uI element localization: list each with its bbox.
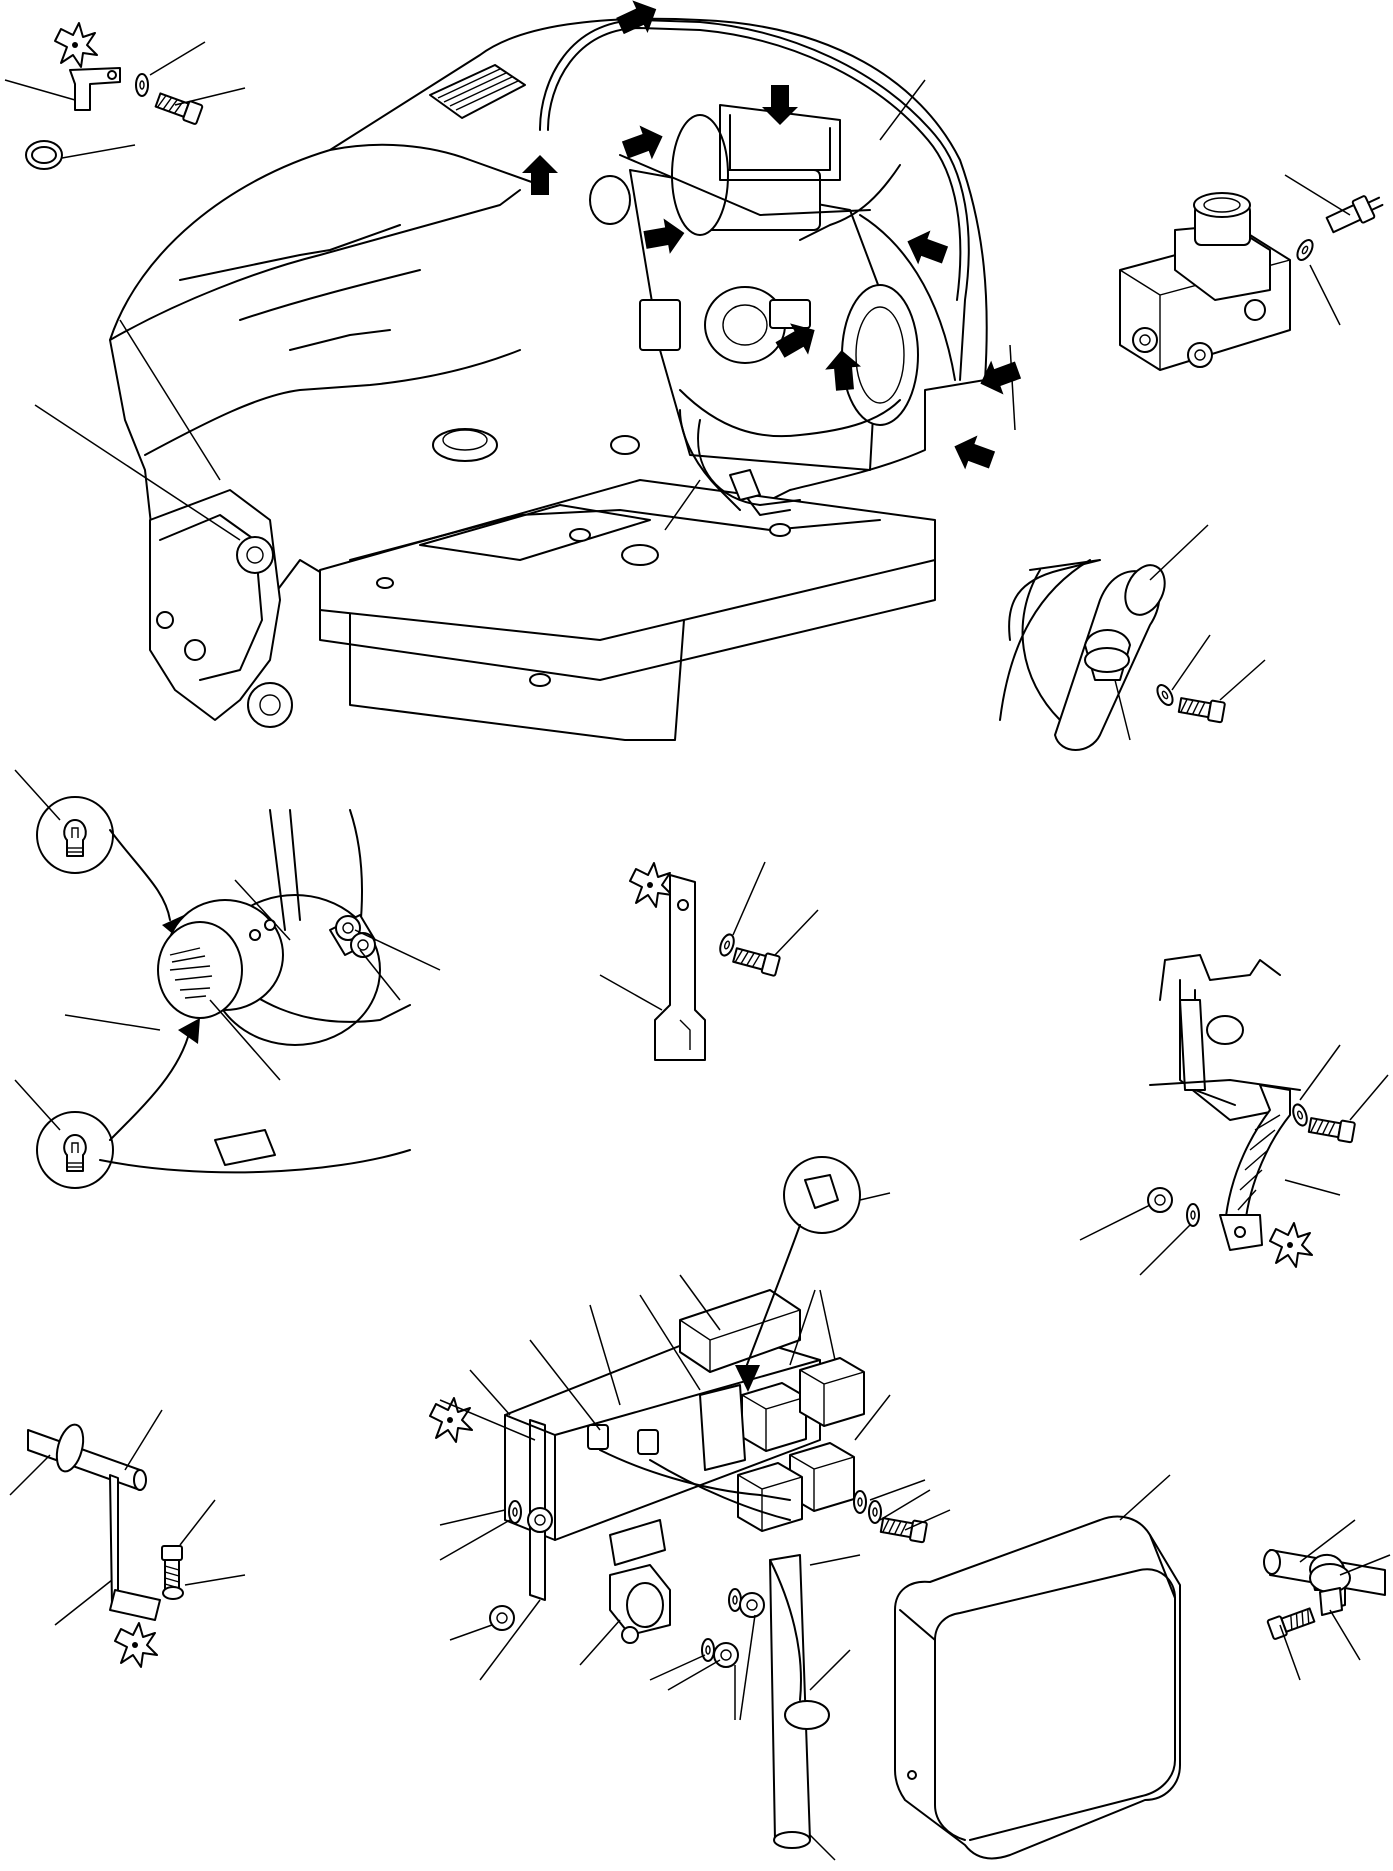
- hose-clip-detail-view: [1263, 1519, 1391, 1681]
- valve-switch-detail-view: [1119, 174, 1384, 371]
- washer-icon: [508, 1500, 522, 1524]
- nut-icon: [713, 1642, 739, 1668]
- washer-icon: [728, 1588, 742, 1612]
- washer-icon: [701, 1638, 715, 1662]
- bracket-clip-detail-view: [4, 22, 246, 170]
- mount-bracket-detail-view: [599, 861, 819, 1061]
- swing-bracket: [149, 489, 293, 728]
- screw-icon: [1266, 1604, 1317, 1641]
- nut-icon: [739, 1592, 765, 1618]
- anchor-mark-icon: [629, 862, 673, 908]
- washer-icon: [716, 931, 738, 959]
- bolt-icon: [731, 944, 782, 978]
- washer-icon: [135, 73, 149, 97]
- fuse-cover: [679, 1289, 801, 1373]
- nut-icon: [1147, 1187, 1173, 1213]
- pipe-clip-detail-view: [9, 1409, 246, 1668]
- harness-clamp-detail-view: [999, 524, 1266, 751]
- bolt-icon: [153, 89, 204, 126]
- work-lamp-detail-view: [14, 769, 441, 1189]
- bolt-icon: [879, 1514, 929, 1544]
- anchor-mark-icon: [1269, 1222, 1313, 1268]
- bolt-icon: [161, 1545, 183, 1591]
- bolt-icon: [1307, 1114, 1357, 1144]
- relay-icon: [741, 1382, 807, 1452]
- anchor-mark-icon: [114, 1622, 158, 1668]
- bulb-icon: [63, 819, 87, 857]
- bulb-icon: [63, 1134, 87, 1172]
- washer-icon: [853, 1490, 867, 1514]
- ground-strap-detail-view: [1079, 954, 1389, 1276]
- machine-overview-view: [34, 0, 1025, 741]
- work-lamp: [157, 899, 284, 1019]
- anchor-mark-icon: [54, 22, 98, 68]
- louver-grille: [429, 64, 526, 119]
- buzzer-unit: [609, 1564, 671, 1644]
- relay-icon: [799, 1357, 865, 1427]
- pressure-switch-icon: [1325, 195, 1384, 234]
- washer-icon: [1293, 236, 1317, 264]
- callout-arrow: [948, 429, 999, 477]
- washer-icon: [868, 1500, 882, 1524]
- bolt-icon: [1177, 694, 1227, 724]
- relay-box-detail-view: [429, 1156, 951, 1861]
- controller-detail-view: [894, 1474, 1181, 1860]
- washer-icon: [1186, 1203, 1200, 1227]
- engine-pump-assembly: [589, 114, 919, 506]
- washer-icon: [1289, 1101, 1311, 1129]
- washer-icon: [1153, 681, 1177, 709]
- nut-icon: [527, 1507, 553, 1533]
- nut-icon: [489, 1605, 515, 1631]
